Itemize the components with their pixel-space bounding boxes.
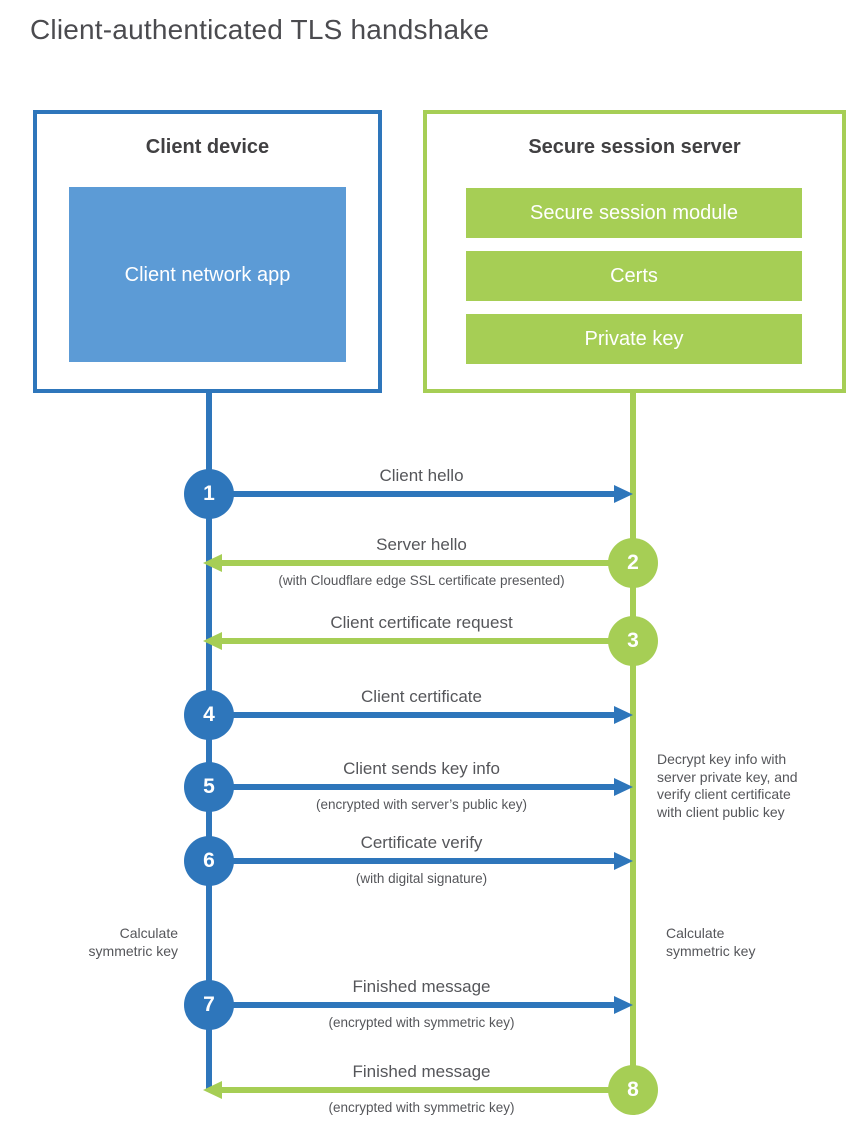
step-5-label: Client sends key info — [343, 759, 500, 778]
step-2-label: Server hello — [376, 535, 467, 554]
calculate-note-line: symmetric key — [88, 943, 178, 959]
decrypt-key-note-line: with client public key — [657, 803, 785, 820]
step-2-arrow-shaft — [221, 560, 633, 566]
step-8-label: Finished message — [352, 1062, 491, 1081]
decrypt-key-note: Decrypt key info with server private key… — [657, 751, 852, 821]
calculate-symmetric-key-note-client: Calculate symmetric key — [53, 924, 178, 960]
client-network-app-box: Client network app — [69, 187, 346, 362]
client-device-heading: Client device — [145, 136, 270, 158]
client-lifeline — [206, 391, 212, 1090]
step-5-arrow-shaft — [210, 784, 616, 790]
step-1-label: Client hello — [379, 466, 464, 485]
secure-session-server-heading: Secure session server — [528, 136, 741, 158]
calculate-note-line: Calculate — [666, 925, 725, 941]
step-1-arrow-shaft — [210, 491, 616, 497]
step-5-arrowhead — [614, 778, 633, 796]
step-1-arrowhead — [614, 485, 633, 503]
step-4-arrow-shaft — [210, 712, 616, 718]
step-2-arrowhead — [203, 554, 222, 572]
decrypt-key-note-line: verify client certificate — [657, 786, 791, 802]
certs-bar: Certs — [466, 251, 802, 301]
step-3-label: Client certificate request — [330, 613, 513, 632]
client-network-app-label: Client network app — [124, 263, 291, 286]
step-4-badge: 4 — [184, 690, 234, 740]
server-lifeline — [630, 391, 636, 1090]
step-4-label: Client certificate — [361, 687, 482, 706]
private-key-bar: Private key — [466, 314, 802, 364]
calculate-note-line: symmetric key — [666, 943, 756, 959]
step-3-arrow-shaft — [221, 638, 633, 644]
step-3-arrowhead — [203, 632, 222, 650]
step-3-badge: 3 — [608, 616, 658, 666]
step-8-sublabel: (encrypted with symmetric key) — [328, 1100, 515, 1115]
step-8-badge: 8 — [608, 1065, 658, 1115]
step-7-badge: 7 — [184, 980, 234, 1030]
step-1-badge: 1 — [184, 469, 234, 519]
step-6-sublabel: (with digital signature) — [355, 871, 488, 886]
step-6-arrow-shaft — [210, 858, 616, 864]
step-5-badge: 5 — [184, 762, 234, 812]
client-device-box: Client device Client network app — [33, 110, 382, 393]
step-6-label: Certificate verify — [360, 833, 483, 852]
secure-session-server-box: Secure session server Secure session mod… — [423, 110, 846, 393]
calculate-note-line: Calculate — [119, 925, 178, 941]
decrypt-key-note-line: Decrypt key info with — [657, 751, 787, 767]
calculate-symmetric-key-note-server: Calculate symmetric key — [666, 924, 786, 960]
step-6-arrowhead — [614, 852, 633, 870]
step-7-label: Finished message — [352, 977, 491, 996]
step-7-arrow-shaft — [210, 1002, 616, 1008]
step-7-sublabel: (encrypted with symmetric key) — [328, 1015, 515, 1030]
step-6-badge: 6 — [184, 836, 234, 886]
secure-session-module-bar: Secure session module — [466, 188, 802, 238]
step-8-arrowhead — [203, 1081, 222, 1099]
page-title: Client-authenticated TLS handshake — [30, 14, 490, 45]
step-4-arrowhead — [614, 706, 633, 724]
step-2-sublabel: (with Cloudflare edge SSL certificate pr… — [278, 573, 565, 588]
step-7-arrowhead — [614, 996, 633, 1014]
step-5-sublabel: (encrypted with server’s public key) — [315, 797, 528, 812]
step-2-badge: 2 — [608, 538, 658, 588]
step-8-arrow-shaft — [221, 1087, 633, 1093]
decrypt-key-note-line: server private key, and — [657, 768, 798, 785]
